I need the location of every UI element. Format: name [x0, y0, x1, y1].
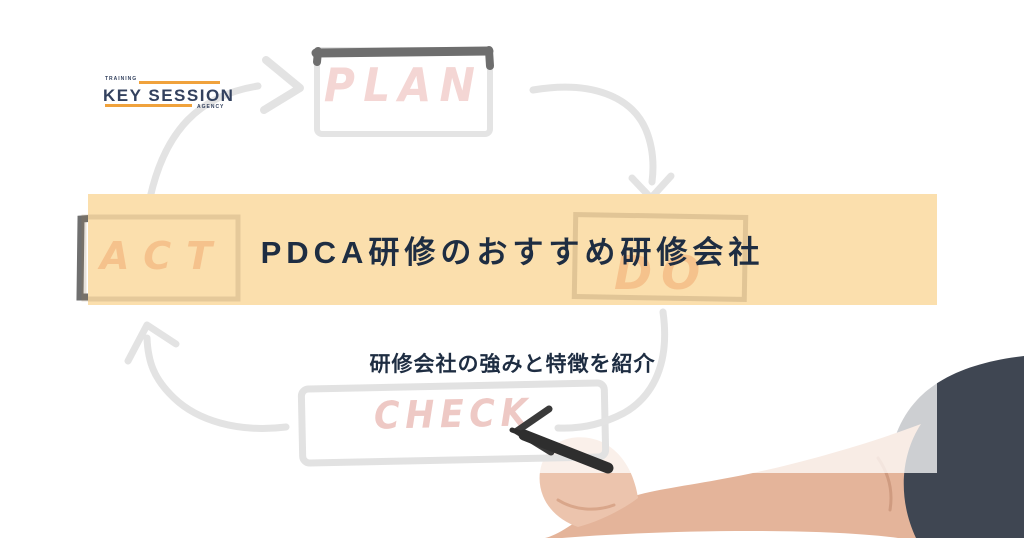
- pen-tip: [509, 427, 529, 438]
- page-subtitle: 研修会社の強みと特徴を紹介: [369, 353, 656, 376]
- plan-box-corner-right: [485, 46, 494, 70]
- title-band: [88, 194, 937, 305]
- logo-line-bottom: [105, 104, 192, 107]
- logo-line-top: [139, 81, 220, 84]
- pen-body: [518, 429, 614, 474]
- act-box-faint: [81, 214, 241, 302]
- plan-box-corner-left: [313, 47, 322, 66]
- page-title: PDCA研修のおすすめ研修会社: [260, 235, 765, 270]
- logo-training-label: TRAINING: [105, 76, 138, 82]
- do-box-faint: [571, 211, 749, 303]
- logo-name: KEY SESSION: [103, 86, 235, 105]
- act-label: ACT: [100, 234, 228, 278]
- arrow-check-to-act: [143, 334, 290, 432]
- arrowhead-act-to-plan: [260, 56, 304, 114]
- forearm: [545, 424, 921, 538]
- arrowhead-check-to-act: [124, 321, 180, 365]
- arrow-act-to-plan: [146, 82, 262, 202]
- plan-box-top-edge: [311, 46, 494, 58]
- plan-label: PLAN: [323, 58, 484, 112]
- arrow-do-to-check: [554, 308, 669, 432]
- knuckle-shading: [556, 498, 616, 511]
- arrow-plan-to-do: [529, 83, 657, 186]
- do-label: DO: [614, 246, 710, 300]
- key-session-logo: TRAINING KEY SESSION AGENCY: [103, 74, 233, 114]
- logo-agency-label: AGENCY: [197, 104, 225, 110]
